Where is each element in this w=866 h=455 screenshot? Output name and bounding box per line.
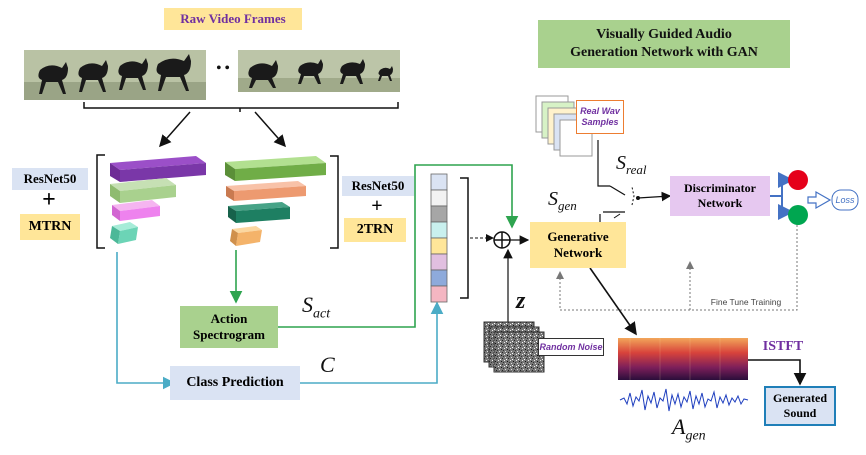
generative-network-box: Generative Network — [530, 222, 626, 268]
s-gen-symbol: Sgen — [548, 188, 577, 213]
video-frames-right — [238, 50, 400, 92]
right-backbone-name: ResNet50 — [342, 176, 414, 196]
s-act-symbol: Sact — [302, 292, 331, 322]
spectrogram — [618, 338, 748, 380]
loss-bubble — [831, 189, 859, 211]
real-output-node — [788, 170, 808, 190]
fake-output-node — [788, 205, 808, 225]
generated-sound-box: Generated Sound — [764, 386, 836, 426]
left-backbone-module: MTRN — [20, 214, 80, 240]
istft-label: ISTFT — [762, 339, 804, 354]
title-line2: Generation Network with GAN — [570, 45, 758, 60]
feature-vector — [430, 173, 448, 303]
switch — [603, 185, 672, 219]
random-noise-label: Random Noise — [538, 338, 604, 356]
right-backbone-module: 2TRN — [344, 218, 406, 242]
sum-node — [493, 231, 511, 249]
right-feature-pyramid — [225, 156, 326, 246]
title-line1: Visually Guided Audio — [596, 27, 732, 42]
fine-tune-label: Fine Tune Training — [710, 297, 782, 307]
c-symbol: C — [320, 352, 335, 377]
left-feature-pyramid — [110, 156, 206, 244]
class-prediction-box: Class Prediction — [170, 366, 300, 400]
loss-label: Loss — [835, 195, 855, 205]
action-spectrogram-box: Action Spectrogram — [180, 306, 278, 348]
video-frames-left — [24, 50, 206, 100]
title-box: Visually Guided Audio Generation Network… — [538, 20, 790, 68]
z-symbol: z — [516, 288, 526, 314]
random-noise-stack — [483, 321, 545, 373]
discriminator-network-box: Discriminator Network — [670, 176, 770, 216]
a-gen-symbol: Agen — [672, 414, 706, 444]
right-backbone-plus: + — [371, 194, 383, 217]
waveform — [619, 388, 749, 412]
frames-ellipsis: • • — [216, 61, 230, 76]
left-backbone-name: ResNet50 — [12, 168, 88, 190]
s-real-symbol: Sreal — [616, 152, 647, 177]
left-backbone-plus: + — [42, 186, 56, 213]
raw-frames-label: Raw Video Frames — [164, 8, 302, 30]
